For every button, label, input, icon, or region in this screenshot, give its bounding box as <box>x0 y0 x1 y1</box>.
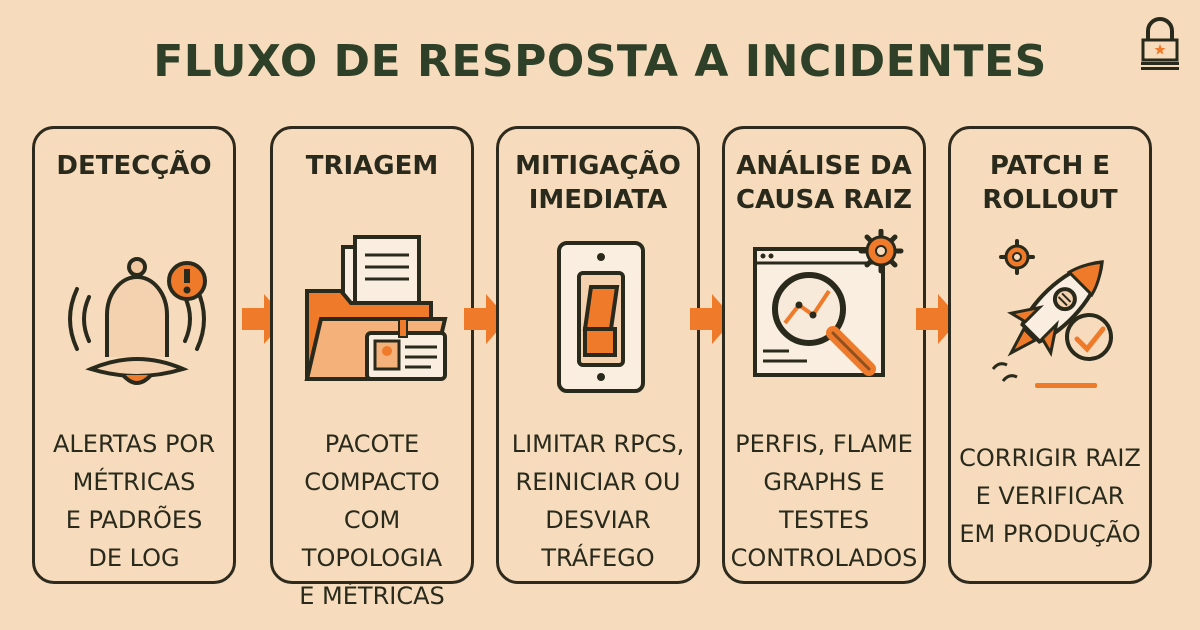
step-card-detection: DETECÇÃO ALERTAS POR MÉTRICAS E PADRÕES … <box>32 126 236 584</box>
step-description: PERFIS, FLAME GRAPHS E TESTES CONTROLADO… <box>730 430 918 572</box>
toggle-switch-icon <box>557 241 645 393</box>
rocket-icon <box>991 239 1113 388</box>
step-card-mitigation: MITIGAÇÃO IMEDIATA LIMITAR RPCS, REINICI… <box>496 126 700 584</box>
step-title: MITIGAÇÃO IMEDIATA <box>515 151 681 215</box>
step-title: PATCH E ROLLOUT <box>982 151 1118 215</box>
page-title: FLUXO DE RESPOSTA A INCIDENTES <box>153 36 1047 87</box>
step-description: PACOTE COMPACTO COM TOPOLOGIA E MÉTRICAS <box>299 430 445 610</box>
step-description: CORRIGIR RAIZ E VERIFICAR EM PRODUÇÃO <box>959 444 1141 548</box>
step-card-triage: TRIAGEM PACOTE COMPACTO COM TOPOLOGIA E … <box>270 126 474 610</box>
step-title: DETECÇÃO <box>56 151 212 181</box>
step-title: TRIAGEM <box>305 151 439 181</box>
magnifier-chart-icon <box>753 229 904 377</box>
step-card-patch-rollout: PATCH E ROLLOUT CORRI <box>948 126 1152 584</box>
step-description: LIMITAR RPCS, REINICIAR OU DESVIAR TRÁFE… <box>511 430 685 572</box>
step-card-root-cause: ANÁLISE DA CAUSA RAIZ PERFIS, FLAME GRAP… <box>722 126 926 584</box>
step-title: ANÁLISE DA CAUSA RAIZ <box>735 151 913 215</box>
lock-logo-icon <box>1141 17 1179 70</box>
step-description: ALERTAS POR MÉTRICAS E PADRÕES DE LOG <box>53 430 215 572</box>
folder-documents-icon <box>304 235 448 381</box>
alarm-bell-icon <box>68 257 207 385</box>
